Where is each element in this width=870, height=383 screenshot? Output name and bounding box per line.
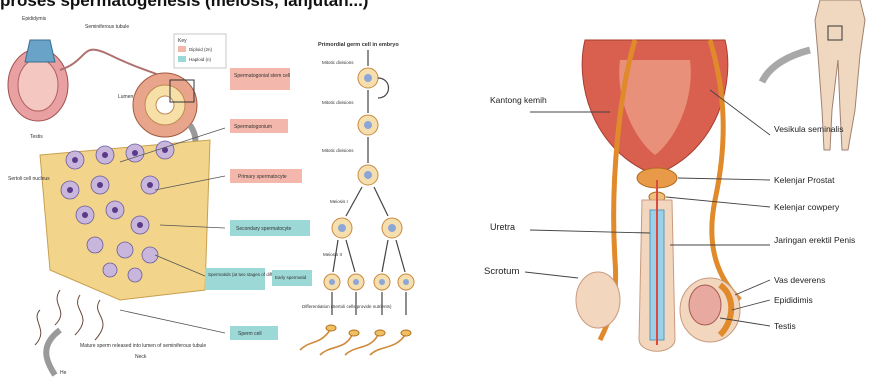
label-vas: Vas deverens	[774, 275, 825, 285]
label-meiosis-2: Meiosis II	[323, 252, 342, 257]
label-stem: Spermatogonial stem cell	[234, 73, 290, 79]
label-primary: Primary spermatocyte	[238, 174, 287, 180]
label-tubule: Seminiferous tubule	[85, 24, 129, 30]
label-scrotum: Scrotum	[484, 266, 519, 277]
label-vesikula: Vesikula seminalis	[774, 124, 843, 134]
label-prostat: Kelenjar Prostat	[774, 175, 835, 185]
key-title: Key	[178, 38, 187, 44]
cell-flow	[300, 50, 414, 355]
label-differentiation: Differentiation (Sertoli cells provide n…	[302, 304, 392, 309]
zoom-arrow-icon	[762, 50, 810, 82]
label-epididymis: Epididymis	[22, 16, 47, 22]
label-lumen: Lumen	[118, 94, 134, 100]
reproductive-anatomy-diagram: Kantong kemih Vesikula seminalis Kelenja…	[470, 0, 870, 378]
label-kantong: Kantong kemih	[490, 95, 547, 105]
label-cowpery: Kelenjar cowpery	[774, 202, 840, 212]
tissue-block	[40, 140, 210, 300]
label-testis-anatomy: Testis	[774, 321, 796, 331]
stage-labels: Spermatogonial stem cell Spermatogonium …	[205, 68, 312, 340]
sperm-tails	[35, 290, 103, 345]
tubule-cross-section	[133, 73, 197, 137]
label-mature: Mature sperm released into lumen of semi…	[80, 343, 206, 349]
release-arrow	[46, 330, 60, 375]
label-secondary: Secondary spermatocyte	[236, 226, 292, 232]
label-sertoli: Sertoli cell nucleus	[8, 176, 50, 182]
penis	[639, 180, 675, 351]
label-mitotic-3: Mitotic divisions	[322, 148, 354, 153]
label-mitotic-2: Mitotic divisions	[322, 100, 354, 105]
label-early: Early spermatid	[275, 275, 307, 280]
label-spermatogonium: Spermatogonium	[234, 124, 272, 130]
bladder	[582, 40, 728, 175]
label-neck: Neck	[135, 354, 147, 360]
label-epididimis: Epididimis	[774, 295, 813, 305]
label-sperm: Sperm cell	[238, 331, 262, 337]
label-kantong-text: Kantong kemih	[490, 95, 547, 105]
label-testis: Testis	[30, 134, 43, 140]
key-box: Key Diploid (2n) Haploid (n)	[174, 34, 226, 68]
spermatogenesis-diagram: Epididymis Seminiferous tubule Testis Lu…	[0, 0, 440, 378]
label-uretra: Uretra	[490, 222, 515, 232]
label-head: He	[60, 370, 67, 376]
key-haploid: Haploid (n)	[189, 57, 212, 62]
label-jaringan: Jaringan erektil Penis	[774, 235, 855, 245]
label-mitotic-1: Mitotic divisions	[322, 60, 354, 65]
spermatogenesis-svg: Epididymis Seminiferous tubule Testis Lu…	[0, 0, 440, 378]
label-meiosis-1: Meiosis I	[330, 199, 348, 204]
key-diploid: Diploid (2n)	[189, 47, 213, 52]
anatomy-svg: Kantong kemih Vesikula seminalis Kelenja…	[470, 0, 870, 378]
label-primordial: Primordial germ cell in embryo	[318, 42, 399, 48]
